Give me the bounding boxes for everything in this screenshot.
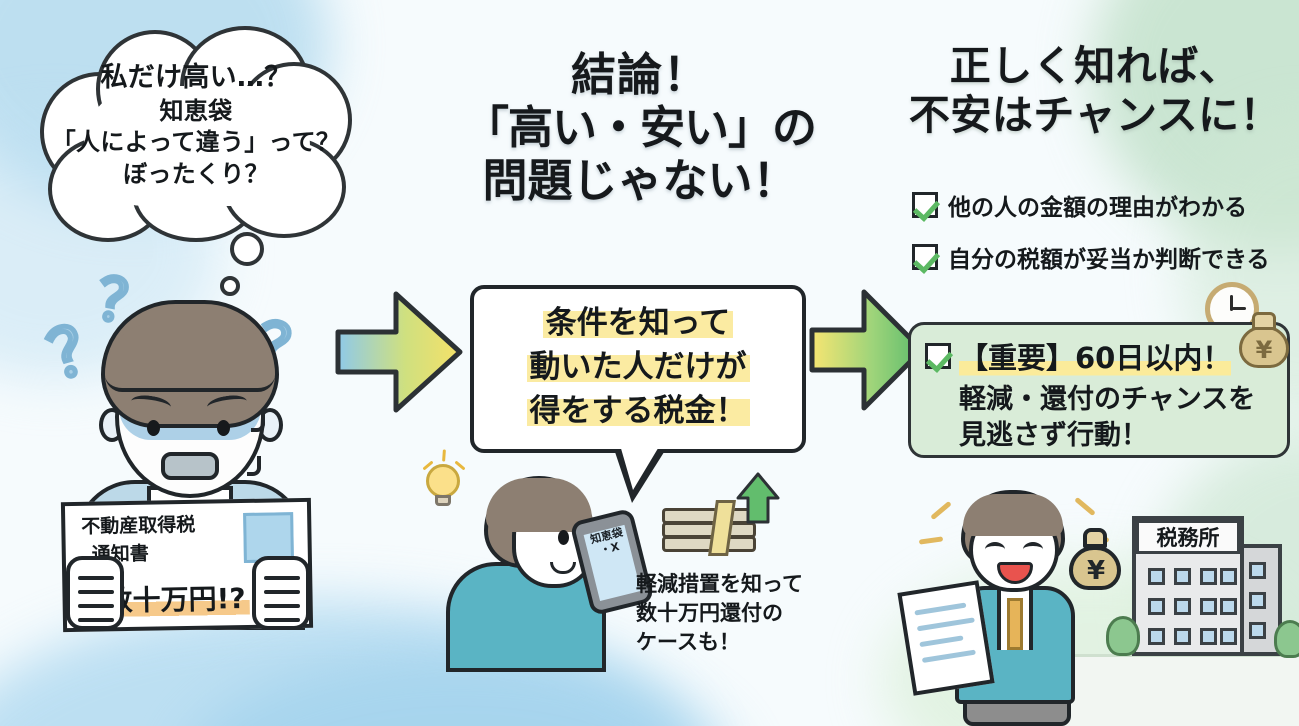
- building-sign: 税務所: [1136, 520, 1240, 554]
- person-with-phone-illustration: 知恵袋 ・X: [422, 449, 660, 672]
- speech-line-3: 得をする税金！: [474, 389, 802, 433]
- businessman-eye-right: [1023, 542, 1043, 557]
- center-caption: 軽減措置を知って 数十万円還付の ケースも！: [636, 570, 803, 657]
- businessman-fringe: [963, 494, 1063, 536]
- money-bag-icon: ¥: [1236, 312, 1292, 368]
- thought-tail-small: [220, 276, 240, 296]
- checklist-item-2: 自分の税額が妥当か判断できる: [912, 240, 1270, 274]
- center-title-line-1: 結論！: [570, 48, 709, 101]
- up-arrow-icon: [736, 472, 780, 524]
- lightbulb-icon: [420, 449, 466, 510]
- highlight-heading-row: 【重要】60日以内！: [925, 335, 1232, 377]
- thought-tail-large: [230, 232, 264, 266]
- bush-left: [1106, 616, 1140, 656]
- businessman-smile: [997, 562, 1033, 584]
- money-stack-icon: [662, 472, 780, 568]
- bush-right: [1274, 620, 1299, 658]
- checkbox-icon-1: [912, 192, 938, 218]
- tax-office-building: 税務所: [1106, 500, 1299, 660]
- caption-line-2: 数十万円還付の: [636, 600, 783, 625]
- right-title-line-2: 不安はチャンスに！: [908, 91, 1282, 140]
- important-highlight-box: 【重要】60日以内！ 軽減・還付のチャンスを 見逃さず行動！: [908, 322, 1290, 458]
- speech-line-2: 動いた人だけが: [474, 345, 802, 389]
- hand-right: [252, 556, 310, 630]
- checklist-label-2: 自分の税額が妥当か判断できる: [948, 247, 1270, 273]
- sweat-drop-1: [251, 412, 265, 432]
- held-documents: [897, 580, 995, 696]
- sparkle-3: [1074, 496, 1096, 517]
- right-title: 正しく知れば、 不安はチャンスに！: [895, 42, 1295, 140]
- worried-mouth: [161, 452, 219, 480]
- building-sign-label: 税務所: [1156, 526, 1220, 550]
- arrow-right-yellow-green: [809, 289, 925, 411]
- highlight-line-3: 見逃さず行動！: [959, 420, 1148, 451]
- held-money-bag-icon: ¥: [1067, 528, 1125, 592]
- checkbox-icon-2: [912, 244, 938, 270]
- thought-line-4: ぼったくり？: [123, 159, 269, 188]
- highlight-line-2: 軽減・還付のチャンスを: [959, 384, 1256, 415]
- eye-left: [147, 420, 160, 436]
- businessman-eye-left: [985, 542, 1005, 557]
- eye-right: [217, 420, 230, 436]
- checklist-label-1: 他の人の金額の理由がわかる: [948, 195, 1247, 221]
- businessman-tie: [1007, 598, 1023, 650]
- phone-person-eye: [558, 530, 569, 545]
- thought-bubble: 私だけ高い…？ 知恵袋 「人によって違う」って？ ぼったくり？: [40, 26, 352, 296]
- speech-bubble-tail-inner: [620, 445, 660, 490]
- highlight-heading: 【重要】60日以内！: [959, 335, 1232, 377]
- sparkle-1: [930, 500, 952, 521]
- happy-businessman-illustration: ¥: [897, 490, 1135, 726]
- checkbox-icon-important: [925, 343, 951, 369]
- center-title-line-3: 問題じゃない！: [482, 154, 798, 208]
- sweat-drop-2: [247, 456, 261, 476]
- center-title-line-2: 「高い・安い」の: [463, 101, 817, 155]
- checklist-item-1: 他の人の金額の理由がわかる: [912, 188, 1247, 222]
- thought-line-2: 知恵袋: [159, 96, 233, 125]
- sparkle-2: [918, 536, 944, 545]
- right-title-line-1: 正しく知れば、: [949, 42, 1241, 90]
- thought-line-3: 「人によって違う」って？: [51, 128, 341, 157]
- worried-person-fringe: [105, 322, 275, 392]
- center-speech-bubble: 条件を知って 動いた人だけが 得をする税金！: [470, 285, 806, 503]
- hand-left: [66, 556, 124, 630]
- arrow-right-blue-yellow: [335, 291, 463, 413]
- caption-line-1: 軽減措置を知って: [636, 572, 803, 596]
- thought-line-1: 私だけ高い…？: [100, 62, 292, 93]
- caption-line-3: ケースも！: [636, 629, 740, 654]
- notice-title-line-1: 不動産取得税: [81, 513, 196, 538]
- center-title: 結論！ 「高い・安い」の 問題じゃない！: [440, 48, 840, 207]
- thought-bubble-text: 私だけ高い…？ 知恵袋 「人によって違う」って？ ぼったくり？: [40, 60, 352, 191]
- speech-line-1: 条件を知って: [474, 301, 802, 345]
